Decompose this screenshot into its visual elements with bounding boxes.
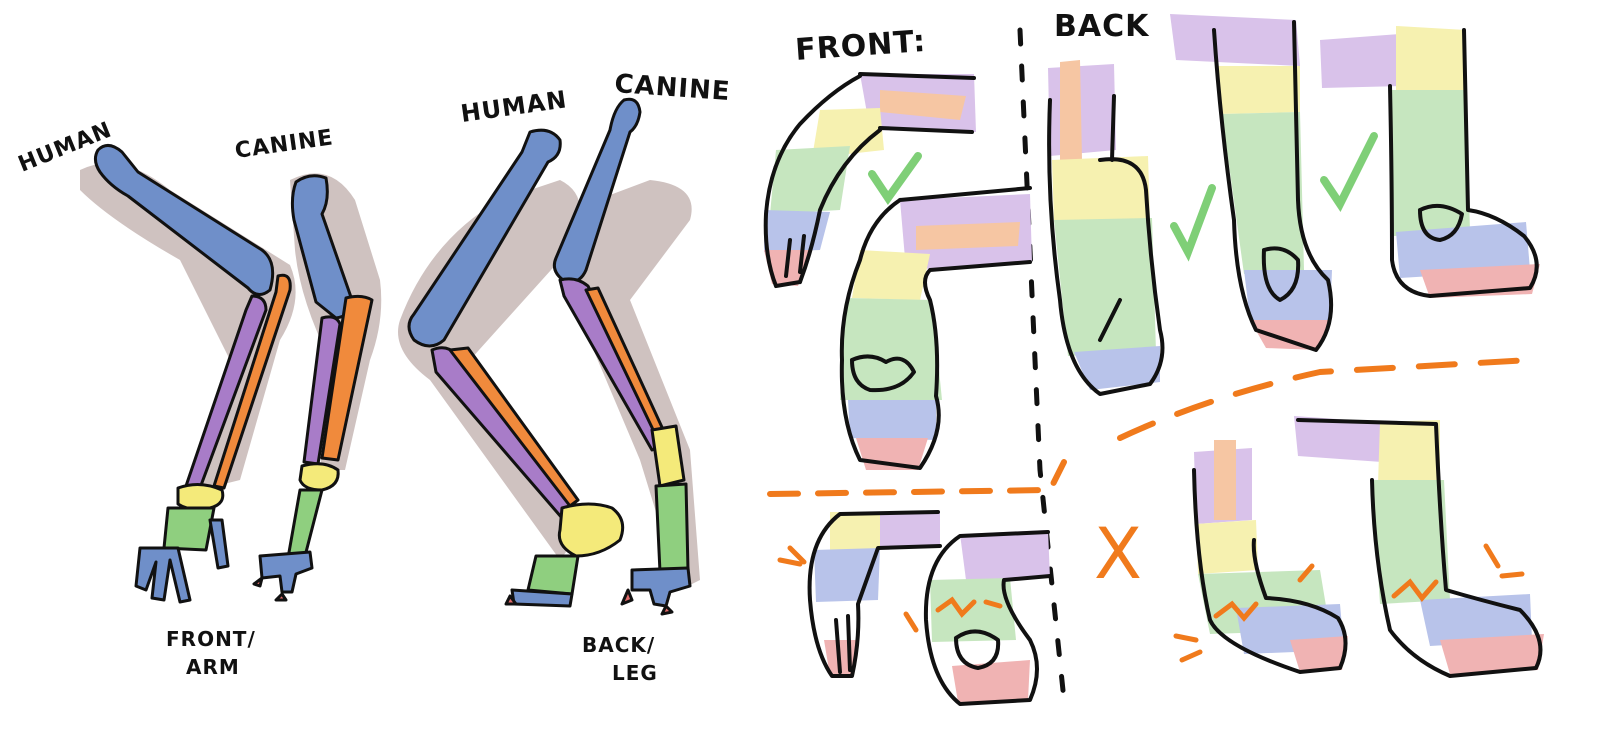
canine-claws (252, 576, 288, 602)
back-paw-2-outline (1212, 20, 1334, 352)
back-paw-1-outline (1047, 94, 1165, 396)
back-paw-2-fill-yellow (1216, 66, 1300, 114)
back-paw-3-fill-green (1392, 90, 1470, 236)
label-back-leg-line2: LEG (612, 661, 658, 685)
label-front-arm-line2: ARM (186, 655, 240, 679)
back-paw-good-1 (1047, 60, 1216, 396)
human-toes (510, 588, 574, 608)
front-bad-1-fill-yellow (830, 512, 880, 552)
human-metatarsals (526, 554, 580, 596)
canine-metatarsals (654, 482, 690, 574)
front-back-divider (1017, 27, 1067, 703)
canine-radius (302, 315, 342, 466)
back-bad-2-fill-pink (1440, 634, 1544, 674)
good-bad-separator-back (1117, 357, 1533, 441)
label-front-arm-line1: FRONT/ (166, 627, 256, 651)
back-bad-1-fill-yellow (1196, 520, 1258, 574)
front-paws-bad (777, 510, 1052, 706)
canine-metacarpals (286, 488, 324, 562)
human-toenails (504, 594, 518, 606)
back-paw-3-fill-yellow (1396, 26, 1466, 90)
back-paw-1-fill-yellow (1052, 156, 1150, 222)
label-back-leg-line1: BACK/ (582, 633, 655, 657)
human-fibula (448, 346, 580, 508)
front-paw-1-fill-green (770, 146, 850, 214)
front-paw-1-fill-peach (880, 90, 966, 120)
front-paw-2-fill-blue (848, 400, 936, 440)
front-paw-2-fill-green (840, 298, 942, 400)
label-front-header: FRONT: (794, 24, 927, 68)
back-bad-1-outline (1192, 468, 1348, 674)
front-bad-1-fill-lilac (870, 512, 940, 548)
human-leg-skeleton (407, 128, 625, 608)
human-tibia (430, 346, 576, 520)
back-bad-1-fill-pink (1290, 636, 1348, 672)
front-paw-2-outline (839, 186, 1032, 470)
back-paw-2-fill-lilac (1170, 14, 1300, 66)
front-paw-good-1 (763, 72, 976, 288)
front-bad-2-fill-green (930, 578, 1016, 642)
back-paw-1-fill-lilac (1048, 64, 1116, 156)
canine-hind-toes (630, 566, 692, 608)
back-paw-good-3 (1320, 26, 1540, 298)
back-paw-2-fill-pink (1250, 320, 1330, 350)
human-carpals (176, 483, 225, 511)
front-bad-1-outline (807, 510, 942, 678)
back-bad-2-fill-lilac (1294, 416, 1382, 462)
canine-toes (258, 550, 314, 594)
label-human-leg: HUMAN (459, 85, 569, 128)
front-bad-2-fill-lilac (960, 530, 1050, 580)
front-paw-1-outline (763, 72, 976, 288)
human-arm-skeleton (93, 144, 292, 604)
skeleton-comparison: HUMAN CANINE HUMAN CANINE FRONT/ ARM BAC… (15, 69, 732, 685)
front-bad-2-outline (923, 530, 1052, 706)
good-bad-separator-front (767, 459, 1067, 497)
front-paw-1-fill-yellow (812, 108, 884, 158)
human-thumb (208, 518, 230, 570)
human-fingers (134, 546, 192, 604)
paw-pose-studies: FRONT: BACK (763, 9, 1544, 706)
human-metacarpals (162, 506, 216, 552)
back-bad-strain-marks (1173, 543, 1525, 663)
canine-tarsals (650, 424, 686, 488)
back-paw-1-fill-peach (1060, 60, 1082, 160)
back-paw-1-check (1170, 184, 1216, 262)
human-tarsals (557, 502, 625, 558)
canine-leg-skeleton (552, 97, 692, 616)
back-paw-1-fill-green (1054, 218, 1156, 356)
human-humerus (93, 144, 275, 296)
front-bad-strain-marks (777, 545, 1003, 633)
back-paw-3-outline (1388, 28, 1539, 298)
label-canine-arm: CANINE (233, 125, 335, 164)
front-paw-1-check (868, 152, 922, 206)
front-paw-2-fill-yellow (852, 250, 930, 300)
front-paw-good-2 (839, 186, 1032, 470)
canine-ulna (320, 294, 374, 462)
back-bad-2-fill-green (1372, 480, 1450, 604)
human-femur (407, 128, 562, 348)
back-bad-1-fill-peach (1214, 440, 1236, 520)
back-bad-2-outline (1296, 418, 1543, 678)
back-paws-bad (1173, 416, 1544, 678)
back-bad-2-fill-yellow (1378, 420, 1440, 484)
back-paw-3-fill-lilac (1320, 34, 1402, 88)
canine-carpals (298, 462, 340, 492)
wrong-mark: X (1094, 513, 1142, 595)
front-paw-2-fill-peach (916, 222, 1020, 250)
canine-hind-claws (620, 588, 674, 616)
label-back-header: BACK (1054, 9, 1150, 44)
back-paw-2-fill-green (1222, 112, 1304, 274)
front-bad-2-fill-pink (952, 660, 1030, 702)
back-paw-1-fill-blue (1074, 346, 1160, 390)
back-paw-3-check (1320, 132, 1378, 212)
canine-arm-skeleton (252, 174, 374, 602)
back-paw-good-2 (1170, 14, 1334, 352)
